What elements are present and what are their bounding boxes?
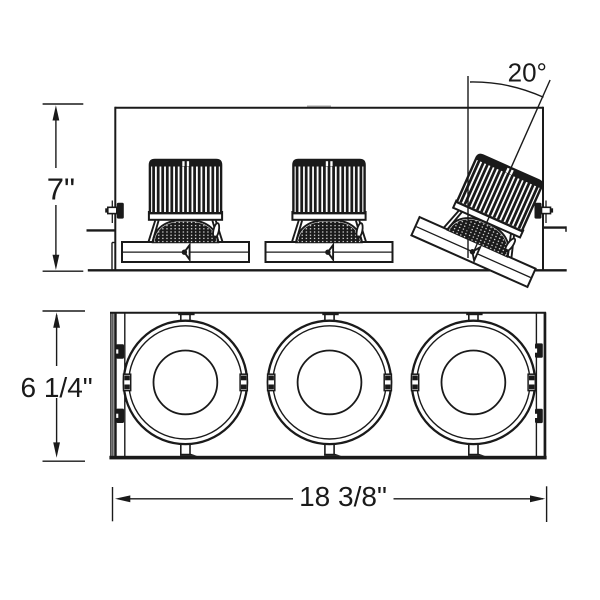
- bottom-plan-view: 6 1/4" 18 3/8": [20, 310, 548, 522]
- height-dimension-label: 7": [47, 172, 75, 207]
- frame-latch-left-lower: [116, 408, 124, 423]
- tilted-axis-line: [473, 79, 551, 252]
- aperture-1: [122, 311, 249, 458]
- angle-arc: [469, 81, 544, 98]
- depth-dimension-label: 6 1/4": [20, 372, 92, 403]
- width-dimension-label: 18 3/8": [299, 481, 387, 512]
- hanger-bar-right: [543, 226, 567, 232]
- depth-dimension: 6 1/4": [20, 310, 93, 462]
- lamp-module-2: [264, 158, 394, 264]
- height-dimension: 7": [42, 103, 84, 272]
- tilt-angle-label: 20°: [508, 57, 547, 87]
- aperture-3: [410, 311, 537, 458]
- side-elevation-view: 20° 7": [42, 57, 571, 289]
- housing-box: [111, 105, 544, 271]
- frame-latch-right-upper: [535, 343, 543, 358]
- lamp-module-1: [120, 158, 251, 264]
- width-dimension: 18 3/8": [111, 481, 548, 522]
- tilt-angle-annotation: 20°: [467, 57, 551, 258]
- aperture-2: [266, 311, 393, 458]
- frame-latch-left-upper: [116, 344, 124, 359]
- frame-latch-right-lower: [535, 408, 543, 424]
